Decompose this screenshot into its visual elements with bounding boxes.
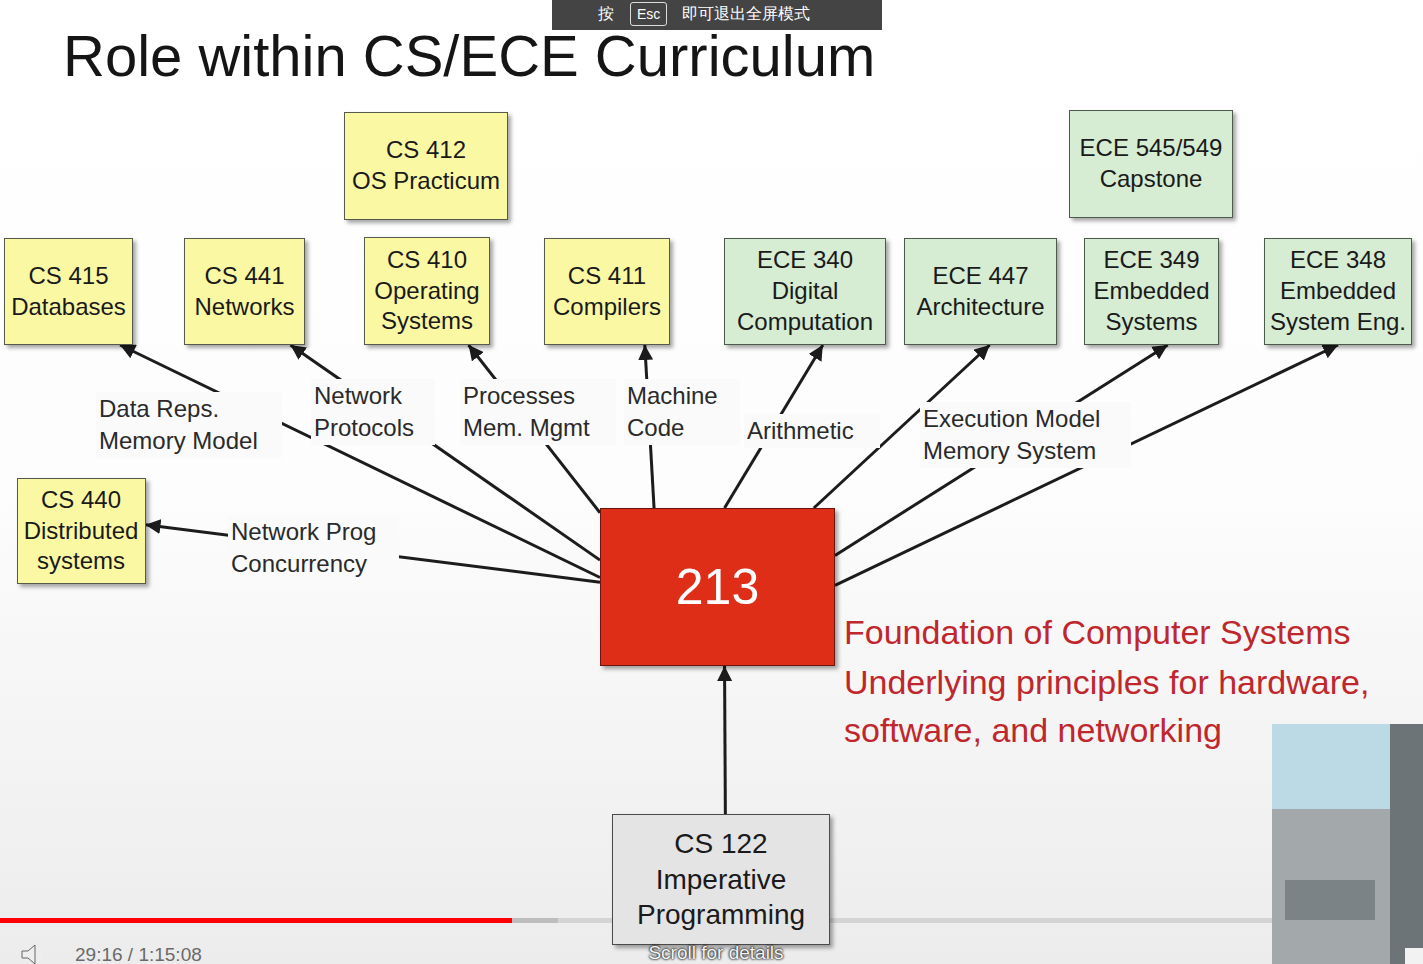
course-code: 213	[604, 555, 831, 619]
connector	[835, 345, 1168, 555]
key-cap: Esc	[630, 2, 667, 26]
course-box: ECE 348Embedded System Eng.	[1264, 238, 1412, 345]
course-name: Distributed systems	[21, 516, 142, 577]
course-name: Operating Systems	[368, 276, 486, 337]
course-code: CS 441	[188, 261, 301, 292]
course-box: CS 122Imperative Programming	[612, 814, 830, 945]
course-box: ECE 545/549Capstone	[1069, 110, 1233, 218]
course-code: ECE 349	[1088, 245, 1215, 276]
course-code: ECE 348	[1268, 245, 1408, 276]
course-code: CS 412	[348, 135, 504, 166]
course-box: ECE 447Architecture	[904, 238, 1057, 345]
course-name: OS Practicum	[348, 166, 504, 197]
course-code: CS 410	[368, 245, 486, 276]
video-time: 29:16 / 1:15:08	[75, 943, 202, 964]
connector	[835, 345, 1338, 585]
edge-label: Machine Code	[624, 379, 740, 445]
scroll-hint: Scroll for details	[616, 941, 816, 964]
course-code: CS 411	[548, 261, 666, 292]
edge-label: Data Reps. Memory Model	[96, 392, 282, 458]
course-box: CS 415Databases	[4, 238, 133, 345]
webcam-inset	[1272, 724, 1423, 964]
course-box: CS 412OS Practicum	[344, 112, 508, 220]
course-name: Databases	[8, 292, 129, 323]
course-box: ECE 349Embedded Systems	[1084, 238, 1219, 345]
edge-label: Arithmetic	[744, 414, 880, 448]
connector	[723, 666, 727, 814]
course-name: Digital Computation	[728, 276, 882, 337]
hint-text: 按	[598, 4, 614, 24]
speaker-icon	[22, 945, 42, 964]
course-box: CS 411Compilers	[544, 238, 670, 345]
course-code: ECE 340	[728, 245, 882, 276]
progress-buffer	[0, 918, 558, 923]
course-name: Embedded Systems	[1088, 276, 1215, 337]
course-code: CS 440	[21, 485, 142, 516]
course-name: Capstone	[1073, 164, 1229, 195]
course-name: Imperative Programming	[616, 862, 826, 934]
course-name: Compilers	[548, 292, 666, 323]
core-course-box: 213	[600, 508, 835, 666]
course-code: CS 122	[616, 826, 826, 862]
course-code: CS 415	[8, 261, 129, 292]
course-code: ECE 545/549	[1073, 133, 1229, 164]
progress-played	[0, 918, 512, 923]
slide-title: Role within CS/ECE Curriculum	[63, 24, 875, 88]
edge-label: Network Prog Concurrency	[228, 515, 399, 581]
course-box: CS 441Networks	[184, 238, 305, 345]
course-code: ECE 447	[908, 261, 1053, 292]
tagline: Foundation of Computer Systems	[844, 611, 1419, 654]
course-box: ECE 340Digital Computation	[724, 238, 886, 345]
edge-label: Processes Mem. Mgmt	[460, 379, 616, 445]
course-name: Embedded System Eng.	[1268, 276, 1408, 337]
course-name: Networks	[188, 292, 301, 323]
course-box: CS 440Distributed systems	[17, 478, 146, 584]
course-box: CS 410Operating Systems	[364, 237, 490, 345]
edge-label: Network Protocols	[311, 379, 435, 445]
course-name: Architecture	[908, 292, 1053, 323]
edge-label: Execution Model Memory System	[920, 402, 1131, 468]
tagline: Underlying principles for hardware, soft…	[844, 659, 1414, 754]
hint-text: 即可退出全屏模式	[682, 4, 810, 24]
